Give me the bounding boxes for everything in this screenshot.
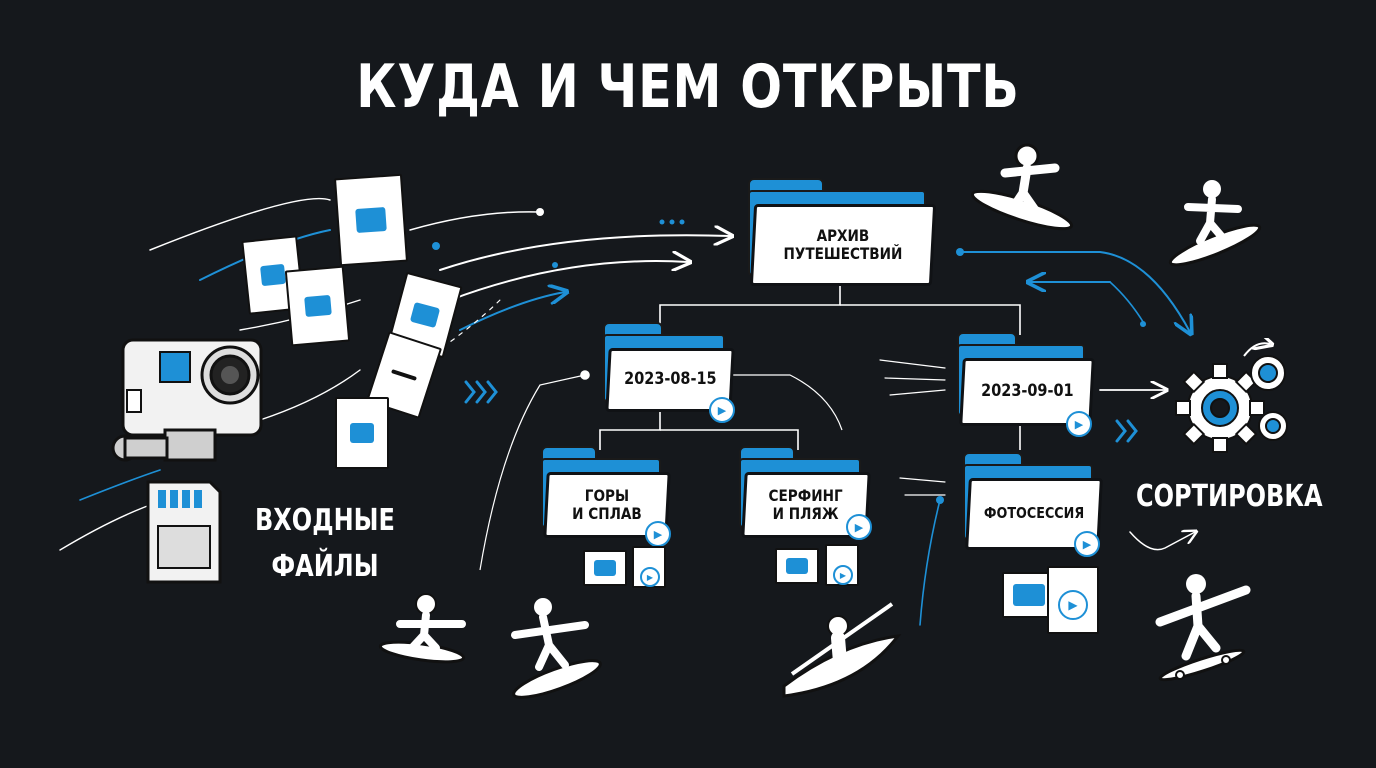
archive-label-line2: ПУТЕШЕСТВИЙ [783,244,903,263]
play-icon: ▶ [640,567,660,587]
video-file-icon [334,173,408,267]
play-icon: ▶ [709,397,735,423]
input-label-line2: ФАЙЛЫ [271,549,379,584]
play-icon: ▶ [846,514,872,540]
film-file-icon [583,550,627,586]
play-icon: ▶ [645,521,671,547]
archive-label-line1: АРХИВ [816,225,870,245]
archive-folder[interactable]: АРХИВ ПУТЕШЕСТВИЙ [748,178,937,286]
subfolder-surfing[interactable]: СЕРФИНГ И ПЛЯЖ [739,446,871,538]
mountains-label-line2: И СПЛАВ [572,504,642,523]
video-file-icon [335,397,389,469]
input-label-line1: ВХОДНЫЕ [255,503,395,538]
play-icon: ▶ [1066,411,1092,437]
date-folder-2023-09-01[interactable]: 2023-09-01 [957,332,1095,426]
date-folder-label: 2023-09-01 [980,381,1074,402]
play-icon: ▶ [833,565,853,585]
snowboarder-icon [378,593,466,664]
skateboarder-icon [1155,574,1251,682]
play-icon: ▶ [1074,531,1100,557]
subfolder-mountains[interactable]: ГОРЫ И СПЛАВ [541,446,671,538]
subfolder-photosession[interactable]: ФОТОСЕССИЯ [963,452,1103,550]
action-camera-icon [111,338,263,462]
input-files-label: ВХОДНЫЕ ФАЙЛЫ [255,498,395,590]
gears-icon [1175,338,1288,453]
play-icon: ▶ [1058,590,1088,620]
kayaker-icon [782,602,902,698]
surfing-label-line2: И ПЛЯЖ [773,504,839,523]
date-folder-label: 2023-08-15 [623,369,717,390]
surfer-icon [1168,180,1262,267]
surfing-label-line1: СЕРФИНГ [768,485,844,505]
folder-front: АРХИВ ПУТЕШЕСТВИЙ [749,204,937,286]
surfer-icon [511,598,602,699]
snowboarder-icon [970,143,1074,231]
photosession-label: ФОТОСЕССИЯ [983,504,1085,523]
sorting-label: СОРТИРОВКА [1136,479,1323,514]
photo-file-icon [284,265,351,347]
sd-card-icon [146,480,222,584]
date-folder-2023-08-15[interactable]: 2023-08-15 [603,322,735,412]
mountains-label-line1: ГОРЫ [584,485,630,505]
page-title: КУДА И ЧЕМ ОТКРЫТЬ [356,52,1020,122]
film-file-icon [775,548,819,584]
